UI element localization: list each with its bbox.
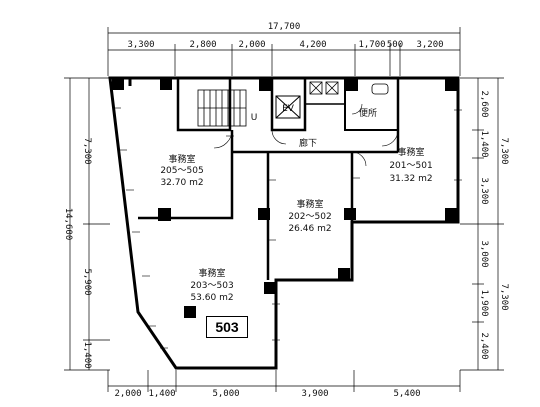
walls bbox=[108, 76, 460, 370]
room-area: 32.70 m2 bbox=[160, 178, 203, 188]
room-203-503: 事務室 203～503 53.60 m2 bbox=[190, 267, 233, 303]
columns bbox=[112, 78, 458, 318]
dim-bottom-1: 2,000 bbox=[114, 389, 141, 399]
dim-top-4: 4,200 bbox=[299, 40, 326, 50]
dim-right-lower-total: 7,300 bbox=[499, 283, 509, 310]
dimension-lines bbox=[64, 27, 504, 392]
room-area: 26.46 m2 bbox=[288, 224, 331, 234]
room-name: 事務室 bbox=[198, 267, 225, 279]
dim-top-6: 500 bbox=[387, 40, 403, 50]
room-name: 事務室 bbox=[168, 153, 195, 165]
window-ticks bbox=[113, 107, 462, 349]
dim-left-total: 14,600 bbox=[63, 208, 73, 241]
room-202-502: 事務室 202～502 26.46 m2 bbox=[288, 198, 331, 234]
dim-right-upper-2: 1,400 bbox=[479, 130, 489, 157]
room-range: 203～503 bbox=[190, 281, 233, 291]
dim-right-upper-3: 3,300 bbox=[479, 177, 489, 204]
room-range: 202～502 bbox=[288, 212, 331, 222]
dim-top-7: 3,200 bbox=[416, 40, 443, 50]
dim-right-upper-1: 2,600 bbox=[479, 90, 489, 117]
doors bbox=[213, 103, 399, 167]
room-205-505: 事務室 205～505 32.70 m2 bbox=[160, 153, 203, 188]
dim-bottom-3: 5,000 bbox=[212, 389, 239, 399]
dim-bottom-2: 1,400 bbox=[148, 389, 175, 399]
dim-bottom-5: 5,400 bbox=[393, 389, 420, 399]
room-range: 205～505 bbox=[160, 166, 203, 176]
dim-right-lower-3: 2,400 bbox=[479, 332, 489, 359]
dim-top-1: 3,300 bbox=[127, 40, 154, 50]
room-name: 事務室 bbox=[397, 146, 424, 158]
room-area: 31.32 m2 bbox=[389, 174, 432, 184]
ev-label: EV bbox=[282, 104, 295, 114]
stair-mark: U bbox=[251, 113, 258, 123]
dim-bottom-4: 3,900 bbox=[301, 389, 328, 399]
dim-top-5: 1,700 bbox=[358, 40, 385, 50]
dim-left-lower-1: 5,900 bbox=[82, 268, 92, 295]
shafts bbox=[309, 81, 389, 95]
room-name: 事務室 bbox=[296, 198, 323, 210]
toilet-label: 便所 bbox=[359, 107, 377, 119]
corridor-label: 廊下 bbox=[299, 137, 317, 149]
room-201-501: 事務室 201～501 31.32 m2 bbox=[389, 146, 432, 184]
dim-left-upper: 7,300 bbox=[82, 137, 92, 164]
room-range: 201～501 bbox=[389, 161, 432, 171]
dim-right-lower-2: 1,900 bbox=[479, 289, 489, 316]
room-area: 53.60 m2 bbox=[190, 293, 233, 303]
dim-left-lower-2: 1,400 bbox=[82, 341, 92, 368]
dim-top-2: 2,800 bbox=[189, 40, 216, 50]
dim-right-upper-total: 7,300 bbox=[499, 137, 509, 164]
overall-width: 17,700 bbox=[268, 22, 301, 32]
unit-number-badge: 503 bbox=[206, 316, 248, 338]
dim-right-lower-1: 3,000 bbox=[479, 240, 489, 267]
elevator bbox=[275, 95, 301, 119]
stair bbox=[197, 89, 247, 127]
dim-top-3: 2,000 bbox=[238, 40, 265, 50]
